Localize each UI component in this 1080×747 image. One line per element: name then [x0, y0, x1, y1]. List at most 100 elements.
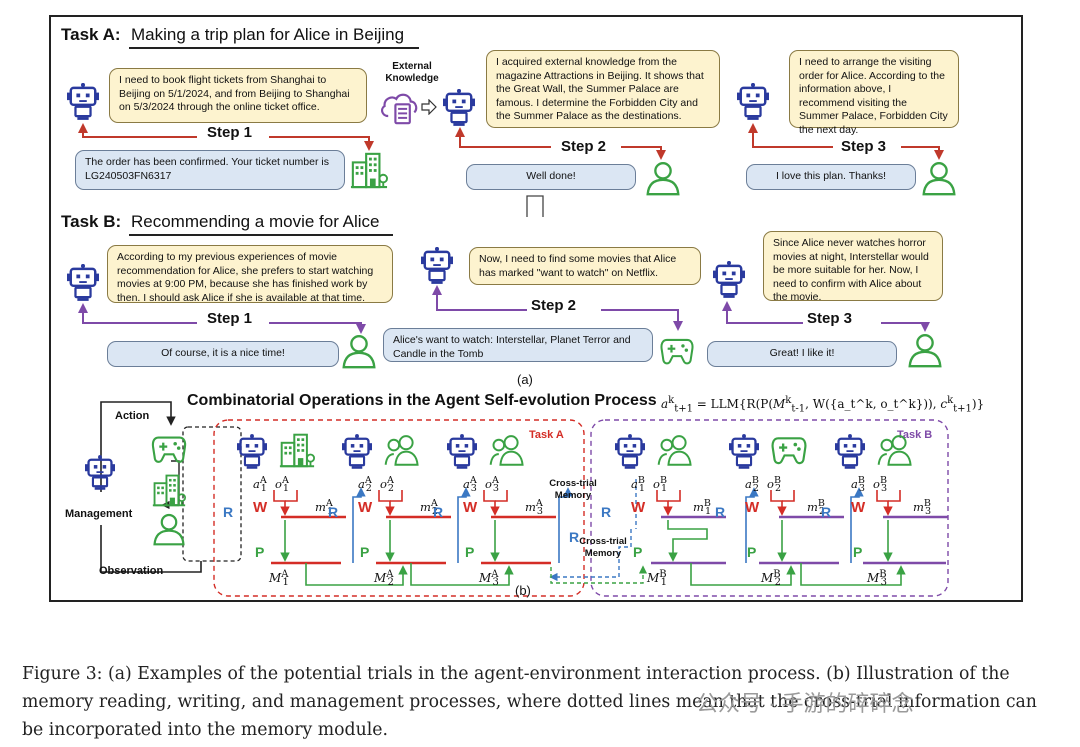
task-a-step1-env-bubble: The order has been confirmed. Your ticke… [75, 150, 345, 190]
task-b-step2-env-bubble: Alice's want to watch: Interstellar, Pla… [383, 328, 653, 362]
user-icon [384, 432, 420, 468]
cycle-management: Management [65, 508, 133, 520]
process-op: P [465, 544, 475, 560]
memory-item-symbol: mA2 [420, 498, 438, 518]
memory-state-symbol: MA2 [374, 569, 394, 589]
user-icon [489, 432, 525, 468]
observation-symbol: oA2 [380, 475, 394, 495]
observation-symbol: oB1 [653, 475, 668, 495]
user-icon [151, 512, 187, 546]
write-op: W [253, 499, 268, 516]
memory-item-symbol: mA1 [315, 498, 333, 518]
robot-icon [835, 434, 865, 470]
task-b-step2-label: Step 2 [531, 297, 577, 314]
read-op: R [601, 504, 612, 520]
robot-icon [729, 434, 759, 470]
task-a-step1-label: Step 1 [207, 124, 253, 141]
action-symbol: aB2 [745, 475, 760, 495]
task-a-step3-env-bubble: I love this plan. Thanks! [746, 164, 916, 190]
gamepad-icon [151, 434, 187, 464]
process-op: P [747, 544, 757, 560]
gamepad-icon [771, 432, 807, 468]
observation-symbol: oB2 [767, 475, 782, 495]
memory-item-symbol: mA3 [525, 498, 543, 518]
task-b-label: Task B: [61, 212, 122, 231]
cycle-action: Action [115, 410, 150, 422]
write-op: W [745, 499, 760, 516]
read-op: R [821, 504, 832, 520]
write-op: W [631, 499, 646, 516]
memory-item-symbol: mB3 [913, 498, 932, 518]
robot-icon [615, 434, 645, 470]
action-symbol: aB3 [851, 475, 866, 495]
memory-state-symbol: MB3 [867, 569, 888, 589]
task-b-underline [129, 234, 393, 236]
robot-icon [447, 434, 477, 470]
user-icon [877, 432, 913, 468]
cross-trial-memory-top: Cross-trial Memory [549, 478, 597, 501]
robot-icon [237, 434, 267, 470]
down-arrow [519, 195, 551, 217]
memory-item-symbol: mB2 [807, 498, 826, 518]
action-symbol: aA1 [253, 475, 267, 495]
process-op: P [255, 544, 265, 560]
external-knowledge-label: External Knowledge [385, 61, 439, 84]
robot-icon [85, 455, 115, 491]
task-b-step1-agent-bubble: According to my previous experiences of … [107, 245, 393, 304]
write-op: W [463, 499, 478, 516]
task-b-step-arrows [78, 285, 930, 334]
task-a-box-label: Task A [529, 429, 564, 441]
panel-b-title: Combinatorial Operations in the Agent Se… [187, 392, 657, 409]
task-b-step3-env-bubble: Great! I like it! [707, 341, 897, 367]
read-op: R [328, 504, 339, 520]
memory-state-symbol: MB1 [647, 569, 668, 589]
read-op-cross: R [569, 529, 580, 545]
memory-state-symbol: MB2 [761, 569, 782, 589]
task-a-step3-label: Step 3 [841, 138, 887, 155]
arrow-right-icon [421, 99, 437, 115]
task-b-step1-env-bubble: Of course, it is a nice time! [107, 341, 339, 367]
write-op: W [358, 499, 373, 516]
formula-text: akt+1 = LLM{R(P(Mkt-1, W({a_t^k, o_t^k})… [661, 395, 985, 415]
panel-b-label: (b) [515, 583, 531, 598]
read-op: R [433, 504, 444, 520]
figure-caption: Figure 3: (a) Examples of the potential … [22, 664, 1037, 740]
task-b-step2-agent-bubble: Now, I need to find some movies that Ali… [469, 247, 701, 285]
task-a-underline [129, 47, 419, 49]
observation-symbol: oA3 [485, 475, 499, 495]
observation-symbol: oB3 [873, 475, 888, 495]
task-b-title: Recommending a movie for Alice [131, 212, 380, 231]
user-icon [657, 432, 693, 468]
task-a-label: Task A: [61, 25, 121, 44]
task-a-step1-agent-bubble: I need to book flight tickets from Shang… [109, 68, 367, 123]
action-symbol: aA3 [463, 475, 477, 495]
task-b-step3-label: Step 3 [807, 310, 853, 327]
process-op: P [853, 544, 863, 560]
read-op: R [223, 504, 234, 520]
panel-a-label: (a) [517, 372, 533, 387]
task-b-box-label: Task B [897, 429, 933, 441]
task-a-step-arrows [78, 123, 944, 217]
task-b-step1-label: Step 1 [207, 310, 253, 327]
task-a-title: Making a trip plan for Alice in Beijing [131, 25, 405, 44]
task-a-step2-label: Step 2 [561, 138, 607, 155]
watermark: 公众号 · 手游的碎碎念 [696, 691, 914, 716]
figure-3: Task A: Making a trip plan for Alice in … [49, 15, 1023, 602]
task-a-step2-env-bubble: Well done! [466, 164, 636, 190]
action-symbol: aA2 [358, 475, 372, 495]
task-memory-diagram [213, 419, 949, 597]
building-icon [279, 432, 315, 468]
formula: akt+1 = LLM{R(P(Mkt-1, W({a_t^k, o_t^k})… [661, 395, 984, 414]
process-op: P [360, 544, 370, 560]
building-icon [151, 473, 187, 507]
memory-state-symbol: MA1 [269, 569, 289, 589]
write-op: W [851, 499, 866, 516]
task-a-step3-agent-bubble: I need to arrange the visiting order for… [789, 50, 959, 136]
task-a-step2-agent-bubble: I acquired external knowledge from the m… [486, 50, 720, 128]
cross-trial-memory-bottom: Cross-trial Memory [579, 536, 627, 559]
robot-icon [342, 434, 372, 470]
task-b-step3-agent-bubble: Since Alice never watches horror movies … [763, 231, 943, 303]
observation-symbol: oA1 [275, 475, 289, 495]
action-symbol: aB1 [631, 475, 646, 495]
cycle-observation: Observation [99, 565, 164, 577]
